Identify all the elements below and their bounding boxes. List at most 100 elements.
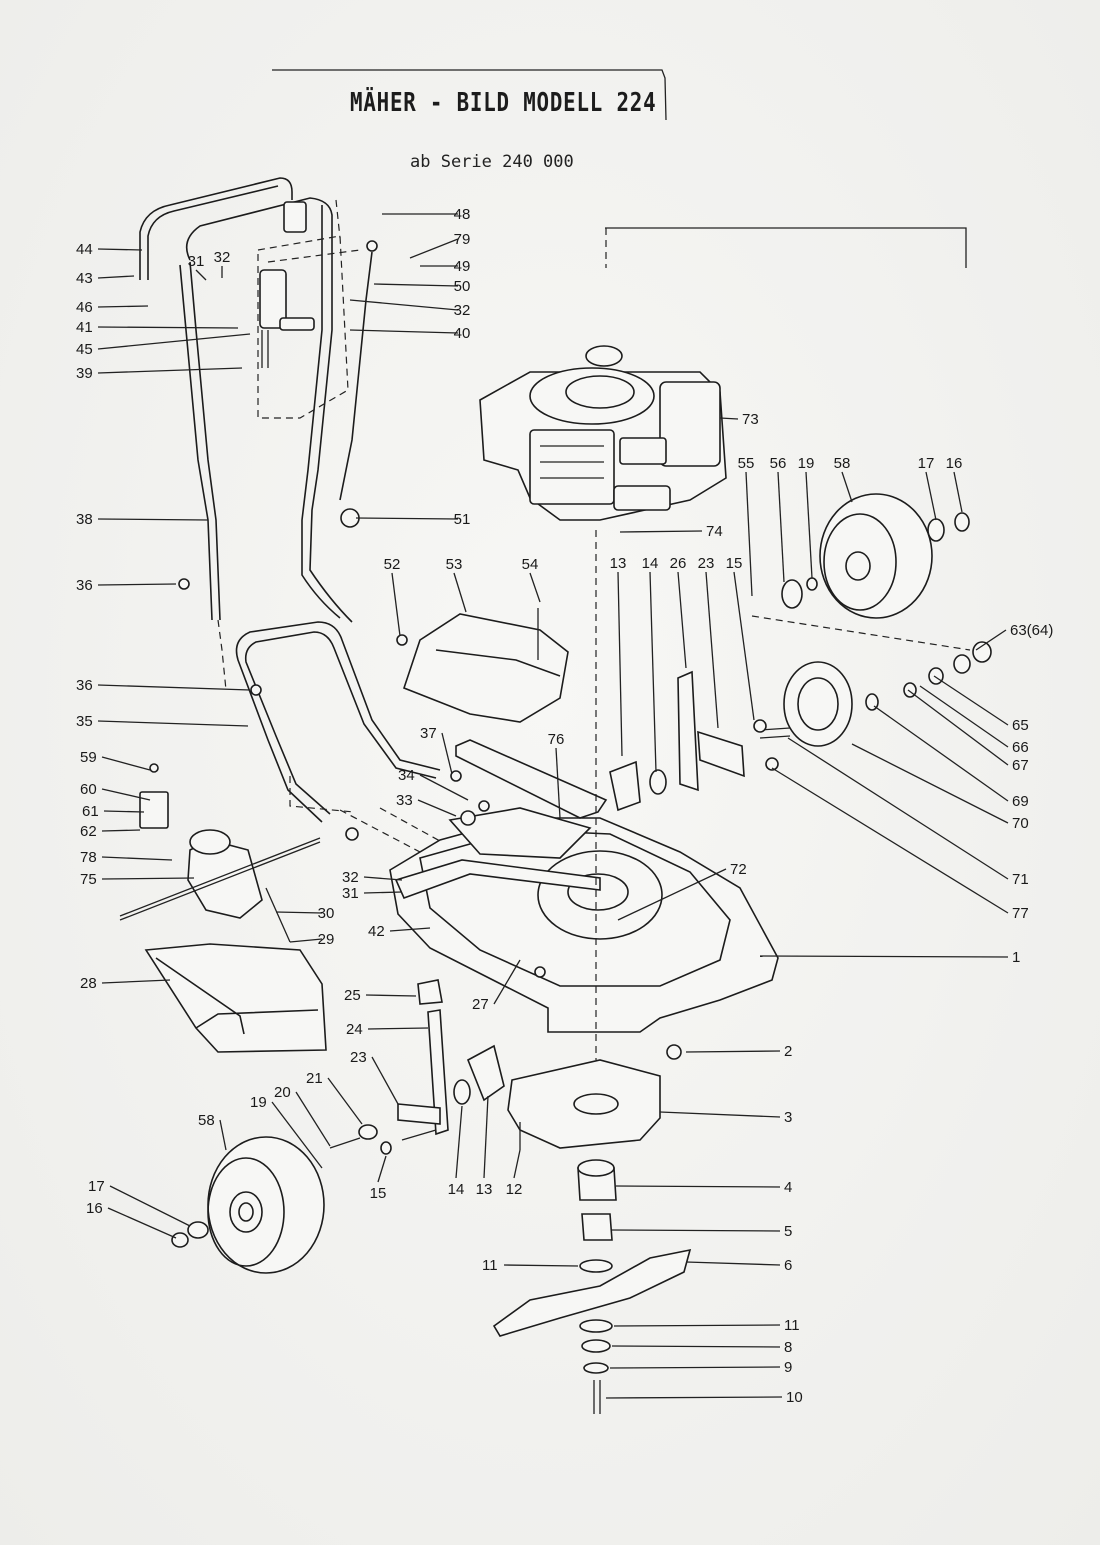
callout-label: 31 xyxy=(188,253,205,270)
mower-deck xyxy=(389,807,779,1033)
callout-label: 72 xyxy=(730,861,747,878)
leader-line xyxy=(97,248,143,251)
callout-label: 21 xyxy=(306,1070,323,1087)
leader-line xyxy=(195,269,207,281)
leader-line xyxy=(101,756,151,771)
leader-line xyxy=(97,367,243,374)
callout-label: 20 xyxy=(274,1084,291,1101)
callout-label: 32 xyxy=(454,302,471,319)
callout-label: 30 xyxy=(318,905,335,922)
callout-label: 23 xyxy=(350,1049,367,1066)
callout-label: 13 xyxy=(476,1181,493,1198)
leader-line xyxy=(363,891,403,894)
leader-line xyxy=(101,829,141,832)
callout-label: 35 xyxy=(76,713,93,730)
leader-line xyxy=(719,417,739,420)
callout-label: 1 xyxy=(1012,949,1020,966)
leader-line xyxy=(101,788,151,801)
callout-label: 11 xyxy=(482,1257,498,1274)
callout-label: 3 xyxy=(784,1109,792,1126)
leader-line xyxy=(417,799,457,817)
leader-line xyxy=(409,238,459,259)
callout-label: 4 xyxy=(784,1179,792,1196)
callout-label: 17 xyxy=(918,455,935,472)
leader-line xyxy=(975,629,1007,651)
leader-line xyxy=(101,979,171,984)
leader-line xyxy=(851,743,1009,824)
callout-label: 28 xyxy=(80,975,97,992)
leader-line xyxy=(371,1056,399,1105)
leader-line xyxy=(619,530,703,533)
callout-label: 50 xyxy=(454,278,471,295)
callout-label: 12 xyxy=(506,1181,523,1198)
callout-label: 19 xyxy=(250,1094,267,1111)
leader-line xyxy=(455,1105,463,1179)
leader-line xyxy=(295,1091,331,1147)
left-wheel xyxy=(171,1136,325,1274)
engine xyxy=(479,345,727,521)
leader-line xyxy=(97,518,209,521)
leader-line xyxy=(759,955,1009,958)
leader-line xyxy=(355,517,459,520)
callout-label: 9 xyxy=(784,1359,792,1376)
callout-label: 23 xyxy=(698,555,715,572)
leader-line xyxy=(787,737,1009,880)
upper-handle xyxy=(139,177,353,623)
leader-line xyxy=(97,583,177,586)
leader-line xyxy=(97,333,251,350)
title-frame-line xyxy=(272,69,667,121)
callout-label: 55 xyxy=(738,455,755,472)
leader-line xyxy=(745,471,753,597)
callout-label: 27 xyxy=(472,996,489,1013)
callout-label: 71 xyxy=(1012,871,1029,888)
leader-line xyxy=(617,868,727,921)
callout-label: 16 xyxy=(86,1200,103,1217)
leader-line xyxy=(109,1185,191,1227)
leader-line xyxy=(441,732,453,775)
drawing-title: MÄHER - BILD MODELL 224 xyxy=(350,88,657,118)
callout-label: 48 xyxy=(454,206,471,223)
callout-label: 77 xyxy=(1012,905,1029,922)
leader-line xyxy=(97,326,239,329)
drive-belt xyxy=(455,739,608,819)
callout-label: 52 xyxy=(384,556,401,573)
callout-label: 76 xyxy=(548,731,565,748)
drawing-subtitle: ab Serie 240 000 xyxy=(410,152,574,172)
leader-line xyxy=(503,1264,579,1267)
leader-line xyxy=(609,1366,781,1369)
callout-label: 56 xyxy=(770,455,787,472)
leader-line xyxy=(377,1155,387,1183)
leader-line xyxy=(605,1396,783,1399)
handle-dashed-outline xyxy=(257,199,361,419)
callout-label: 63(64) xyxy=(1010,622,1053,639)
leader-line xyxy=(805,471,813,579)
callout-label: 2 xyxy=(784,1043,792,1060)
callout-label: 6 xyxy=(784,1257,792,1274)
callout-label: 31 xyxy=(342,885,359,902)
callout-label: 44 xyxy=(76,241,93,258)
callout-label: 25 xyxy=(344,987,361,1004)
leader-line xyxy=(513,1149,521,1179)
callout-label: 41 xyxy=(76,319,93,336)
leader-line xyxy=(349,329,459,334)
callout-label: 43 xyxy=(76,270,93,287)
leader-line xyxy=(271,1101,323,1169)
leader-line xyxy=(907,689,1009,766)
leader-line xyxy=(705,571,719,729)
callout-label: 58 xyxy=(198,1112,215,1129)
right-wheel xyxy=(781,493,970,619)
callout-label: 16 xyxy=(946,455,963,472)
callout-label: 58 xyxy=(834,455,851,472)
leader-line xyxy=(777,471,785,583)
callout-label: 65 xyxy=(1012,717,1029,734)
left-bracket-parts xyxy=(329,979,505,1155)
leader-line xyxy=(953,471,963,513)
leader-line xyxy=(363,876,403,881)
callout-label: 66 xyxy=(1012,739,1029,756)
leader-line xyxy=(555,747,561,819)
leader-line xyxy=(933,675,1009,726)
callout-label: 26 xyxy=(670,555,687,572)
callout-label: 75 xyxy=(80,871,97,888)
